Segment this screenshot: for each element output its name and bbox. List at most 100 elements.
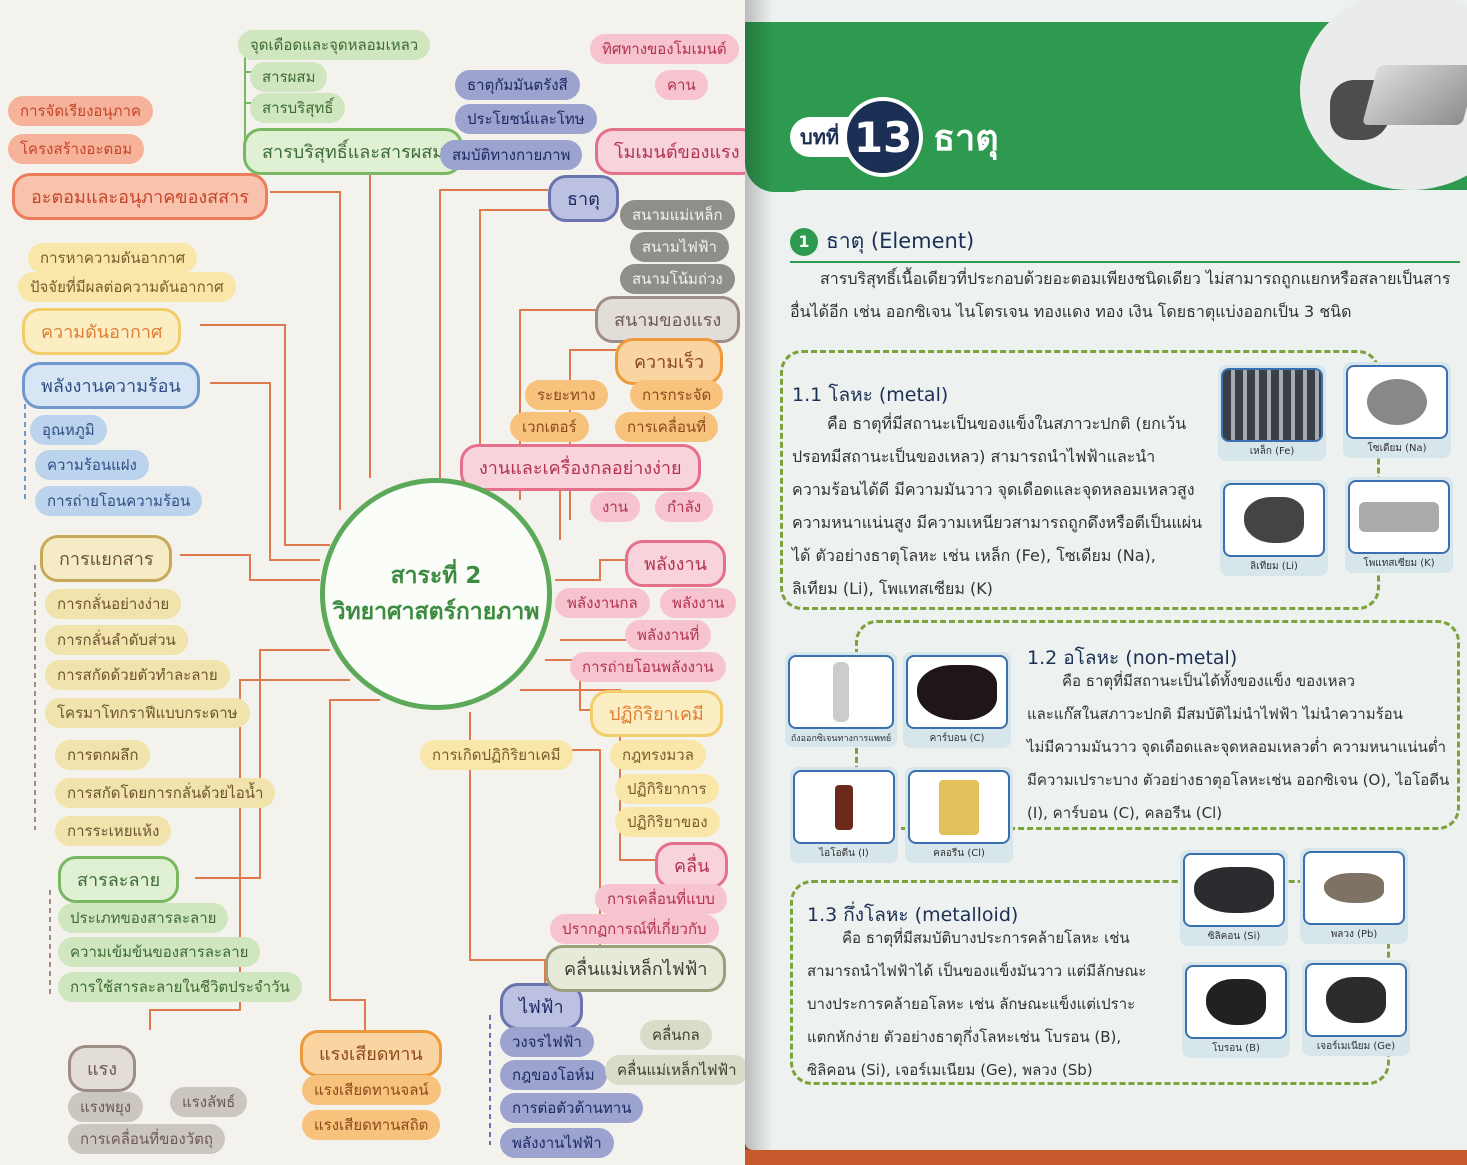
nonmetal-heading: 1.2 อโลหะ (non-metal) xyxy=(1027,647,1238,669)
metal-line: คือ ธาตุที่มีสถานะเป็นของแข็งในสภาวะปกติ… xyxy=(827,414,1187,433)
node-static-friction: แรงเสียดทานสถิต xyxy=(302,1110,441,1140)
node-ohms-law: กฎของโอห์ม xyxy=(500,1060,607,1090)
metalloid-text: คือ ธาตุที่มีสมบัติบางประการคล้ายโลหะ เช… xyxy=(807,922,1227,1087)
node-chemical-reaction: ปฏิกิริยาเคมี xyxy=(590,690,723,737)
node-finding-pressure: การหาความดันอากาศ xyxy=(28,243,198,273)
chapter-number: 13 xyxy=(843,97,924,177)
node-reaction-a: ปฏิกิริยาการ xyxy=(615,774,719,804)
node-lever: คาน xyxy=(655,70,708,100)
node-object-motion: การเคลื่อนที่ของวัตถุ xyxy=(68,1124,225,1154)
node-field: สนามของแรง xyxy=(595,296,741,343)
image-card-iron: เหล็ก (Fe) xyxy=(1218,365,1326,461)
node-mechanical-energy: พลังงานกล xyxy=(555,588,650,618)
image-caption: พลวง (Pb) xyxy=(1330,929,1378,940)
node-temperature: อุณหภูมิ xyxy=(30,415,107,445)
node-latent-heat: ความร้อนแฝง xyxy=(35,450,149,480)
nonmetal-text: คือ ธาตุที่มีสถานะเป็นได้ทั้งของแข็ง ของ… xyxy=(1027,665,1467,830)
image-card-lithium: ลิเทียม (Li) xyxy=(1220,480,1328,576)
image-caption: โบรอน (B) xyxy=(1212,1043,1260,1054)
node-work-machines: งานและเครื่องกลอย่างง่าย xyxy=(460,444,701,491)
image-caption: เจอร์เมเนียม (Ge) xyxy=(1316,1041,1396,1052)
center-line-1: สาระที่ 2 xyxy=(390,563,482,589)
node-displacement: การกระจัด xyxy=(630,380,724,410)
image-caption: ไอโอดีน (I) xyxy=(819,848,869,859)
node-energy-2: พลังงาน xyxy=(660,588,737,618)
nonmetal-line: และแก๊สในสภาวะปกติ มีสมบัติไม่นำไฟฟ้า ไม… xyxy=(1027,705,1403,723)
node-energy: พลังงาน xyxy=(625,540,726,587)
image-caption: โซเดียม (Na) xyxy=(1367,443,1427,454)
node-heat-transfer: การถ่ายโอนความร้อน xyxy=(35,486,203,516)
metalloid-line: แตกหักง่าย ตัวอย่างธาตุกึ่งโลหะเช่น โบรอ… xyxy=(807,1028,1122,1046)
metal-text: คือ ธาตุที่มีสถานะเป็นของแข็งในสภาวะปกติ… xyxy=(792,407,1212,605)
image-card-chlorine: คลอรีน (Cl) xyxy=(905,767,1013,863)
node-net-force: แรงลัพธ์ xyxy=(170,1087,248,1117)
node-heat-energy: พลังงานความร้อน xyxy=(22,362,200,409)
center-line-2: วิทยาศาสตร์กายภาพ xyxy=(332,599,540,625)
section-heading: 1 ธาตุ (Element) xyxy=(790,225,1460,263)
node-wave-phenomena: ปรากฏการณ์ที่เกี่ยวกับ xyxy=(550,914,719,944)
node-field-1: สนามแม่เหล็ก xyxy=(620,200,735,230)
node-simple-distillation: การกลั่นอย่างง่าย xyxy=(45,589,182,619)
metal-line: ความร้อนได้ดี มีความมันวาว จุดเดือดและจุ… xyxy=(792,480,1195,499)
metal-line: ได้ ตัวอย่างธาตุโลหะ เช่น เหล็ก (Fe), โซ… xyxy=(792,546,1156,565)
intro-line-2: อื่นได้อีก เช่น ออกซิเจน ไนโตรเจน ทองแดง… xyxy=(790,302,1352,321)
node-wave: คลื่น xyxy=(655,842,729,889)
node-electric-energy: พลังงานไฟฟ้า xyxy=(500,1128,614,1158)
chapter-heading: บทที่ 13 ธาตุ xyxy=(790,97,999,177)
node-reaction-b: ปฏิกิริยาของ xyxy=(615,807,720,837)
node-circuit: วงจรไฟฟ้า xyxy=(500,1027,594,1057)
node-pure-and-mixture: สารบริสุทธิ์และสารผสม xyxy=(243,128,464,175)
mind-map-center: สาระที่ 2 วิทยาศาสตร์กายภาพ xyxy=(320,478,552,710)
node-air-pressure: ความดันอากาศ xyxy=(22,308,182,355)
node-separation: การแยกสาร xyxy=(40,535,173,582)
node-physical-properties: สมบัติทางกายภาพ xyxy=(440,140,583,170)
node-kinetic-friction: แรงเสียดทานจลน์ xyxy=(302,1075,441,1105)
metalloid-heading: 1.3 กึ่งโลหะ (metalloid) xyxy=(807,904,1019,926)
node-moment-direction: ทิศทางของโมเมนต์ xyxy=(590,34,739,64)
nonmetal-line: มีความเปราะบาง ตัวอย่างธาตุอโลหะเช่น ออก… xyxy=(1027,771,1450,789)
node-speed: ความเร็ว xyxy=(615,338,724,385)
node-mixture: สารผสม xyxy=(250,62,328,92)
node-vector: เวกเตอร์ xyxy=(510,412,589,442)
node-wave-motion: การเคลื่อนที่แบบ xyxy=(595,884,727,914)
node-distance: ระยะทาง xyxy=(525,380,608,410)
metalloid-line: คือ ธาตุที่มีสมบัติบางประการคล้ายโลหะ เช… xyxy=(842,929,1130,947)
node-mass-law: กฎทรงมวล xyxy=(610,740,706,770)
metalloid-line: บางประการคล้ายอโลหะ เช่น ลักษณะแข็งแต่เป… xyxy=(807,995,1136,1013)
node-crystallization: การตกผลึก xyxy=(55,740,151,770)
node-atom-and-particles: อะตอมและอนุภาคของสสาร xyxy=(12,173,268,220)
metal-heading: 1.1 โลหะ (metal) xyxy=(792,384,949,406)
node-steam-distillation: การสกัดโดยการกลั่นด้วยไอน้ำ xyxy=(55,778,276,808)
nonmetal-line: (I), คาร์บอน (C), คลอรีน (Cl) xyxy=(1027,804,1223,822)
node-fractional-distillation: การกลั่นลำดับส่วน xyxy=(45,625,188,655)
node-resistors: การต่อตัวต้านทาน xyxy=(500,1093,644,1123)
node-mechanical-wave: คลื่นกล xyxy=(640,1020,712,1050)
image-card-oxygen-tank: ถังออกซิเจนทางการแพทย์ xyxy=(785,652,897,747)
node-field-3: สนามโน้มถ่วง xyxy=(620,264,735,294)
node-boiling-melting: จุดเดือดและจุดหลอมเหลว xyxy=(238,30,431,60)
node-pure-substance: สารบริสุทธิ์ xyxy=(250,93,346,123)
node-reaction-occurrence: การเกิดปฏิกิริยาเคมี xyxy=(420,740,573,770)
node-vector-motion: การเคลื่อนที่ xyxy=(615,412,719,442)
image-card-sodium: โซเดียม (Na) xyxy=(1343,362,1451,458)
metal-line: ความหนาแน่นสูง มีความเหนียวสามารถถูกดึงห… xyxy=(792,513,1203,532)
metal-bar-image xyxy=(1361,65,1467,125)
node-energy-transfer: การถ่ายโอนพลังงาน xyxy=(570,652,726,682)
nonmetal-line: ไม่มีความมันวาว จุดเดือดและจุดหลอมเหลวต่… xyxy=(1027,738,1447,756)
nonmetal-line: คือ ธาตุที่มีสถานะเป็นได้ทั้งของแข็ง ของ… xyxy=(1062,672,1356,690)
node-solvent-extraction: การสกัดด้วยตัวทำละลาย xyxy=(45,660,230,690)
image-caption: โพแทสเซียม (K) xyxy=(1363,558,1435,569)
chapter-title: ธาตุ xyxy=(933,117,999,159)
node-pressure-factors: ปัจจัยที่มีผลต่อความดันอากาศ xyxy=(18,272,236,302)
node-power: กำลัง xyxy=(655,492,714,522)
image-card-carbon: คาร์บอน (C) xyxy=(903,652,1011,748)
image-caption: ซิลิคอน (Si) xyxy=(1207,931,1261,942)
node-solution: สารละลาย xyxy=(58,856,180,903)
metalloid-line: สามารถนำไฟฟ้าได้ เป็นของแข็งมันวาว แต่มี… xyxy=(807,962,1147,980)
image-card-antimony: พลวง (Pb) xyxy=(1300,848,1408,944)
section-title: ธาตุ (Element) xyxy=(826,229,975,253)
image-card-iodine: ไอโอดีน (I) xyxy=(790,767,898,863)
node-moment: โมเมนต์ของแรง xyxy=(595,128,745,175)
banner-tab xyxy=(775,190,1467,250)
image-card-silicon: ซิลิคอน (Si) xyxy=(1180,850,1288,946)
